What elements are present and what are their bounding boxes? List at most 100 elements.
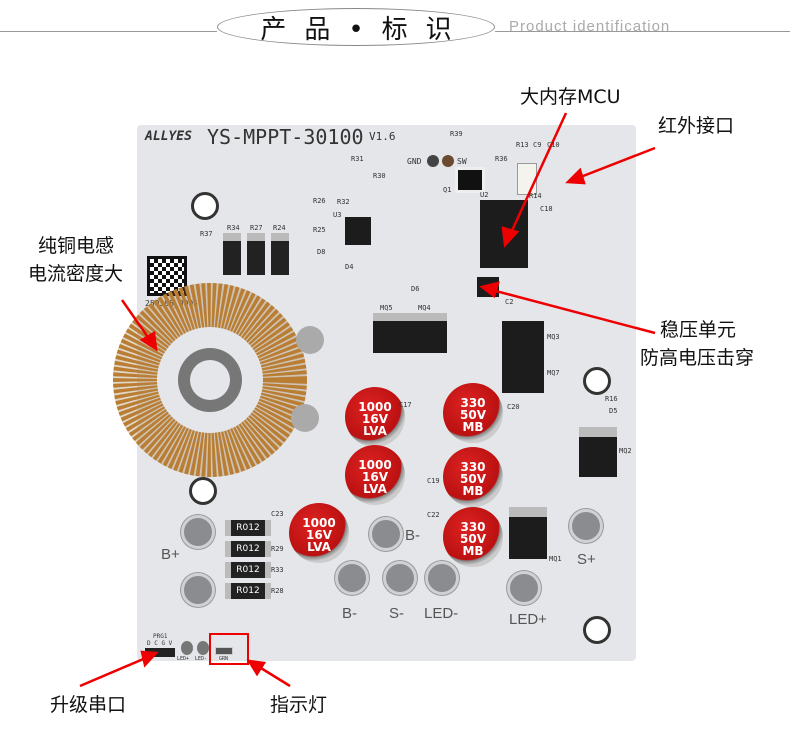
cap-label: 330	[460, 520, 486, 534]
ic-u3	[345, 217, 371, 245]
mosfet-mq7	[502, 357, 544, 393]
prog-header	[145, 648, 175, 657]
ref-r14: R14	[529, 192, 542, 200]
mosfet-mq4	[409, 313, 447, 353]
ref-c2: C2	[505, 298, 514, 306]
annotation-mcu: 大内存MCU	[520, 86, 621, 108]
cap-label: 50V	[460, 408, 486, 422]
ref-r30: R30	[373, 172, 386, 180]
cap-label: 330	[460, 460, 486, 474]
component-r34	[223, 233, 241, 275]
cap-label: LVA	[363, 424, 387, 438]
prog-label: PRG1	[153, 633, 168, 640]
indicator-highlight-box	[209, 633, 249, 665]
ref-r16: R16	[605, 395, 618, 403]
cap-label: 16V	[306, 528, 332, 542]
ref-d6: D6	[411, 285, 420, 293]
cap-label: MB	[462, 544, 484, 558]
ref-r36: R36	[495, 155, 508, 163]
prog-pins: D C G V	[147, 640, 173, 647]
ref-mq1: MQ1	[549, 555, 562, 563]
ref-r29: R29	[271, 545, 284, 553]
pad-b-plus-2	[181, 573, 215, 607]
ref-mq2: MQ2	[619, 447, 632, 455]
component-r27	[247, 233, 265, 275]
label-s-minus: S-	[389, 605, 404, 622]
ref-c17: C17	[399, 401, 412, 409]
cap-label: 1000	[302, 516, 336, 530]
annotation-inductor-2: 电流密度大	[28, 263, 124, 285]
cap-label: LVA	[307, 540, 331, 554]
shunt-resistor: R012	[225, 541, 271, 557]
cap-label: 1000	[358, 458, 392, 472]
ref-d5: D5	[609, 407, 618, 415]
label-led-plus: LED+	[509, 611, 547, 628]
pad-b-minus-top	[369, 517, 403, 551]
shunt-resistor: R012	[225, 520, 271, 536]
ref-r31: R31	[351, 155, 364, 163]
ref-c18: C18	[540, 205, 553, 213]
model-number: YS-MPPT-30100	[207, 125, 364, 149]
component-r24	[271, 233, 289, 275]
annotation-regulator-1: 稳压单元	[660, 319, 737, 341]
version: V1.6	[369, 130, 396, 143]
pad-s-minus	[383, 561, 417, 595]
ref-r28: R28	[271, 587, 284, 595]
mount-hole	[583, 616, 611, 644]
label-led-minus: LED-	[424, 605, 459, 622]
annotation-ir: 红外接口	[658, 115, 735, 137]
led-plus-label: LED+	[177, 656, 190, 662]
annotation-upgrade: 升级串口	[50, 694, 127, 716]
ref-u3: U3	[333, 211, 342, 219]
section-subtitle: Product identification	[509, 18, 671, 35]
ref-r25: R25	[313, 226, 326, 234]
cap-label: 50V	[460, 532, 486, 546]
ref-mq3: MQ3	[547, 333, 560, 341]
gnd-label: GND	[407, 157, 422, 166]
header-rule-right	[495, 31, 790, 32]
pad-b-minus	[335, 561, 369, 595]
gnd-testpoint	[427, 155, 439, 167]
annotation-inductor-1: 纯铜电感	[38, 235, 115, 257]
cap-label: 330	[460, 396, 486, 410]
ref-q1: Q1	[443, 186, 452, 194]
mount-hole	[189, 477, 217, 505]
pad-led-plus	[507, 571, 541, 605]
ref-d4: D4	[345, 263, 354, 271]
led-pad	[181, 641, 193, 655]
ref-r34: R34	[227, 224, 240, 232]
section-title: 产品•标识	[217, 8, 495, 46]
annotation-regulator-2: 防高电压击穿	[640, 347, 755, 369]
ref-c10: C10	[547, 141, 560, 149]
cap-label: MB	[462, 420, 484, 434]
led-minus-label: LED-	[195, 656, 208, 662]
pad-b-plus	[181, 515, 215, 549]
label-b-minus-top: B-	[405, 527, 420, 544]
ref-mq7: MQ7	[547, 369, 560, 377]
sw-label: SW	[457, 157, 467, 166]
label-b-plus: B+	[161, 546, 180, 563]
brand-logo: ALLYES	[145, 129, 192, 144]
ref-r33: R33	[271, 566, 284, 574]
ref-r27: R27	[250, 224, 263, 232]
cap-label: 1000	[358, 400, 392, 414]
ref-mq4: MQ4	[418, 304, 431, 312]
mosfet-mq1	[509, 507, 547, 559]
mosfet-mq2	[579, 427, 617, 477]
led-pad	[197, 641, 209, 655]
pad-led-minus	[425, 561, 459, 595]
cap-label: 50V	[460, 472, 486, 486]
cap-label: 16V	[362, 412, 388, 426]
ref-r37: R37	[200, 230, 213, 238]
ref-c19: C19	[427, 477, 440, 485]
ref-r13: R13	[516, 141, 529, 149]
ref-r39: R39	[450, 130, 463, 138]
annotation-indicator: 指示灯	[270, 694, 328, 716]
ref-r24: R24	[273, 224, 286, 232]
pad-s-plus	[569, 509, 603, 543]
shunt-resistor: R012	[225, 583, 271, 599]
